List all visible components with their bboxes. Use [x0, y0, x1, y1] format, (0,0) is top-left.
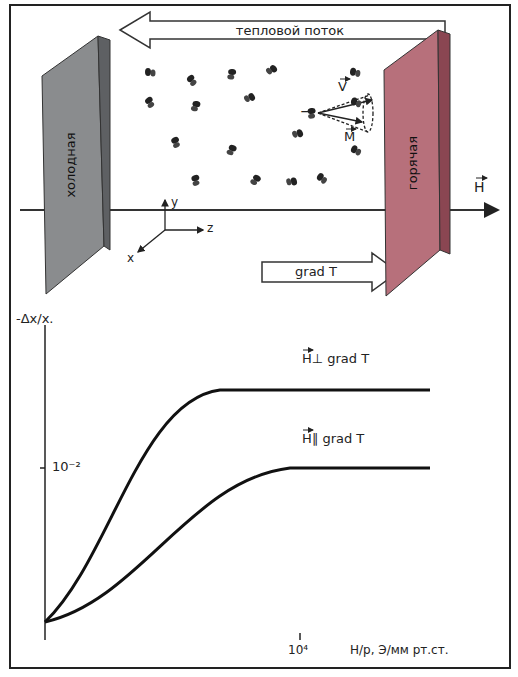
- tick-label: 10⁻²: [52, 460, 81, 474]
- field-label: H: [474, 180, 485, 195]
- axis-title: H/p, Э/мм рт.ст.: [350, 644, 448, 657]
- grad-label: grad T: [295, 265, 337, 279]
- plate: холодная: [36, 36, 110, 294]
- parallel-curve: [45, 468, 430, 622]
- molecule-vectors: [318, 94, 373, 132]
- plate-label: горячая: [405, 136, 420, 190]
- y-axis: [44, 325, 46, 640]
- frame: [10, 5, 510, 668]
- axes: [138, 200, 203, 252]
- y-axis-label: -Δx/x.: [16, 312, 53, 326]
- curve-label: H⊥ grad T: [302, 352, 369, 366]
- flow-label: тепловой поток: [236, 24, 344, 38]
- tick-label: 10⁴: [288, 644, 308, 657]
- charge-sign: −: [300, 104, 312, 119]
- vector-label: M: [344, 130, 355, 144]
- axis-label: x: [127, 252, 134, 265]
- grad-arrow: [262, 253, 398, 291]
- plate-label: холодная: [63, 132, 78, 197]
- axis-label: z: [207, 222, 213, 235]
- x-tick: [299, 633, 301, 640]
- y-tick: [40, 467, 45, 469]
- curve-label: H∥ grad T: [302, 432, 364, 446]
- perp-curve: [45, 390, 430, 622]
- axis-label: y: [171, 196, 178, 209]
- vector-label: V: [338, 80, 347, 94]
- heat-flow-arrow: [120, 12, 445, 48]
- plate: горячая: [380, 30, 450, 296]
